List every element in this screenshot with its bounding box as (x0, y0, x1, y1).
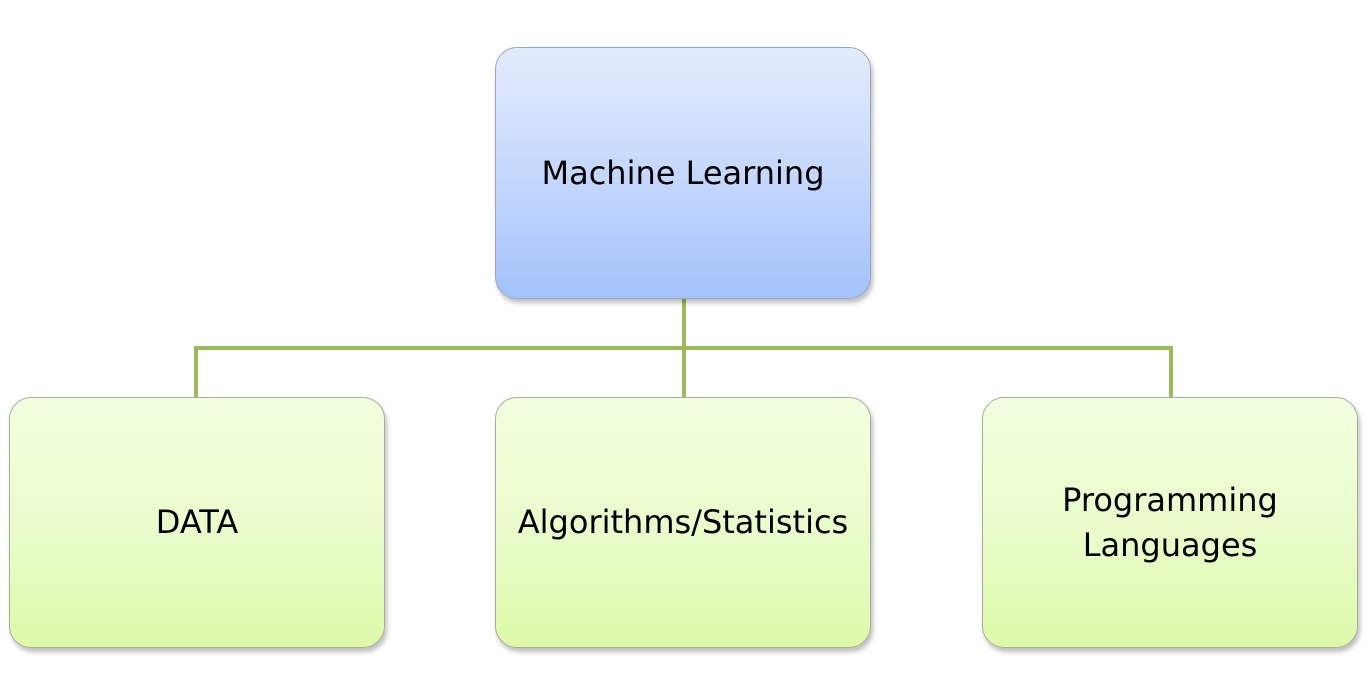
node-data: DATA (9, 397, 385, 648)
node-machine-learning: Machine Learning (495, 47, 871, 299)
node-label: Algorithms/Statistics (517, 503, 849, 542)
node-label: DATA (155, 503, 239, 542)
node-algorithms-statistics: Algorithms/Statistics (495, 397, 871, 648)
node-label: Machine Learning (541, 153, 825, 192)
node-programming-languages: Programming Languages (982, 397, 1358, 648)
node-label: Programming Languages (1062, 480, 1278, 564)
